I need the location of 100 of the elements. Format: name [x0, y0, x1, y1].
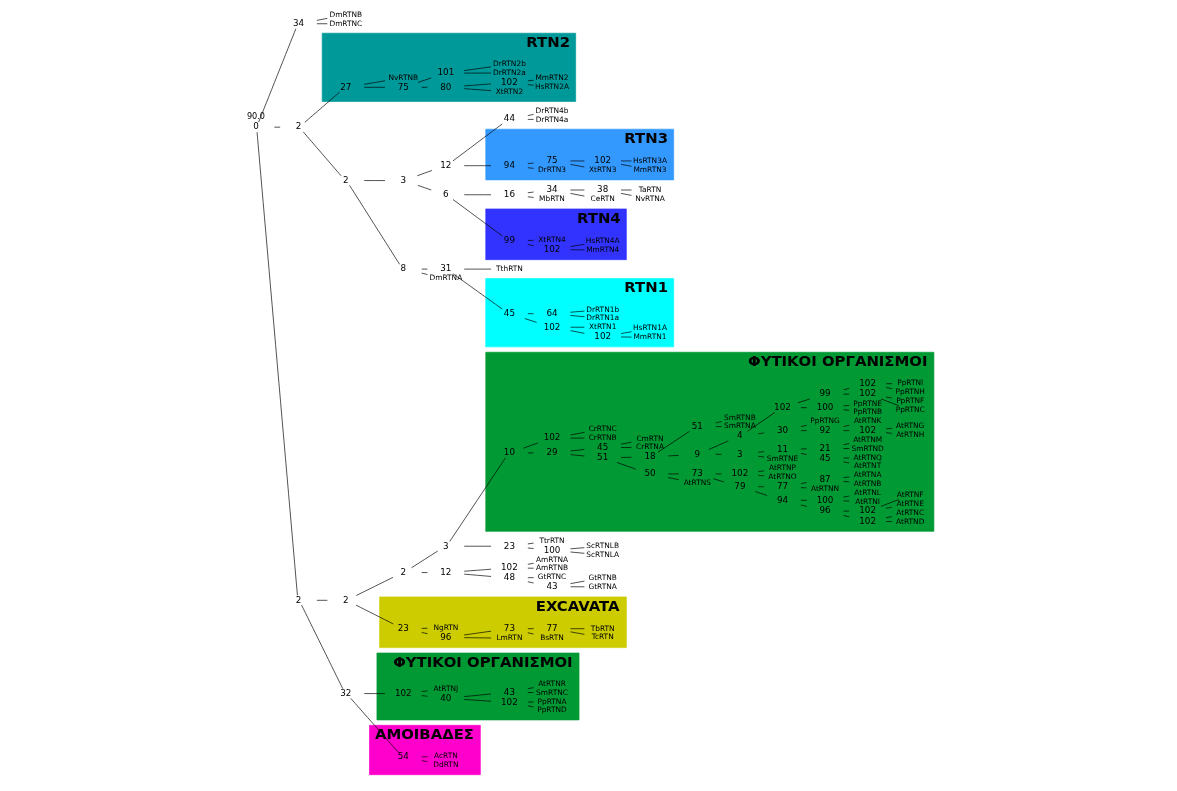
connector [757, 470, 765, 472]
node-text: 92 [819, 424, 831, 435]
connector [620, 456, 632, 458]
connector [880, 398, 900, 406]
label: 90.0 [246, 111, 265, 122]
node-text: 3 [443, 540, 449, 551]
node-text: 102 [774, 401, 791, 412]
node-text: 0 [253, 121, 259, 132]
connector [843, 476, 850, 478]
connector [349, 185, 400, 265]
node-text: 73 [503, 622, 515, 633]
node-text: 102 [501, 562, 518, 573]
node-text: 27 [340, 81, 352, 92]
node-text: 102 [859, 515, 877, 526]
connector [800, 453, 807, 455]
node-text: 50 [644, 468, 656, 479]
node-text: 12 [440, 566, 452, 577]
connector [885, 516, 893, 519]
node-text: 16 [503, 189, 515, 200]
connector [800, 430, 807, 431]
node-text: 102 [859, 388, 877, 399]
connector [757, 475, 765, 477]
node-text: 21 [819, 442, 831, 453]
connector [620, 441, 632, 445]
node-text: 102 [594, 330, 612, 341]
node-text: 3 [400, 174, 407, 185]
node-text: 3 [737, 448, 743, 459]
connector [363, 693, 386, 694]
node-text: 100 [816, 494, 834, 505]
connector [843, 515, 850, 518]
node-text: 31 [440, 263, 452, 274]
connector [570, 193, 585, 197]
connector [843, 495, 850, 498]
connector [880, 499, 900, 507]
connector [463, 568, 492, 572]
node-text: 102 [594, 155, 612, 166]
connector [757, 451, 765, 453]
node-text: 75 [546, 155, 558, 166]
connector [757, 432, 765, 435]
node-text: 23 [503, 540, 515, 551]
node-text: 2 [343, 174, 349, 185]
node-text: 79 [734, 481, 746, 492]
node-text: 102 [543, 432, 561, 443]
connector [355, 577, 394, 596]
connector [843, 443, 850, 446]
connector [421, 627, 428, 629]
connector [363, 80, 386, 85]
connector [570, 164, 585, 168]
connector [463, 573, 492, 577]
connector [452, 273, 503, 310]
node-text: 96 [440, 631, 452, 642]
node-text: 102 [859, 378, 877, 389]
connector [463, 630, 492, 636]
node-text: 102 [859, 505, 877, 516]
node-text: 30 [776, 424, 789, 435]
connector [800, 407, 807, 408]
connector [523, 442, 539, 449]
node-text: 80 [440, 81, 452, 92]
connector [302, 131, 342, 177]
connector [843, 388, 850, 391]
node-text: 44 [503, 113, 515, 124]
connector [316, 18, 328, 21]
node-text: 18 [644, 451, 656, 462]
connector [800, 424, 807, 427]
node-text: 77 [776, 481, 789, 492]
connector [885, 521, 893, 522]
node-text: 102 [543, 321, 561, 332]
connector [421, 690, 428, 692]
node-text: 54 [397, 751, 409, 762]
connector [421, 86, 428, 88]
node-text: 2 [295, 594, 302, 605]
connector [885, 428, 893, 430]
node-text: 34 [292, 18, 305, 29]
connector [570, 432, 585, 436]
node-text: 51 [597, 451, 609, 462]
node-text: 40 [440, 692, 452, 703]
connector [747, 412, 776, 432]
connector [843, 448, 850, 449]
node-text: 32 [340, 687, 352, 698]
node-text: 43 [503, 686, 515, 697]
node-text: 38 [597, 184, 609, 195]
node-text: 102 [501, 696, 518, 707]
connector [527, 692, 534, 693]
connector [843, 481, 850, 483]
connector [843, 461, 850, 464]
connector [800, 448, 807, 450]
node-text: 10 [503, 447, 515, 458]
connector [304, 91, 340, 123]
connector [527, 687, 534, 690]
connector [449, 457, 506, 542]
node-text: 4 [737, 430, 743, 441]
connector [757, 456, 765, 458]
connector [570, 551, 585, 554]
connector [452, 199, 503, 237]
node-text: 48 [503, 572, 515, 583]
connector [350, 698, 399, 753]
connector [843, 409, 850, 411]
node-text: 51 [691, 420, 703, 431]
connector [800, 499, 807, 501]
node-text: 102 [501, 76, 518, 87]
